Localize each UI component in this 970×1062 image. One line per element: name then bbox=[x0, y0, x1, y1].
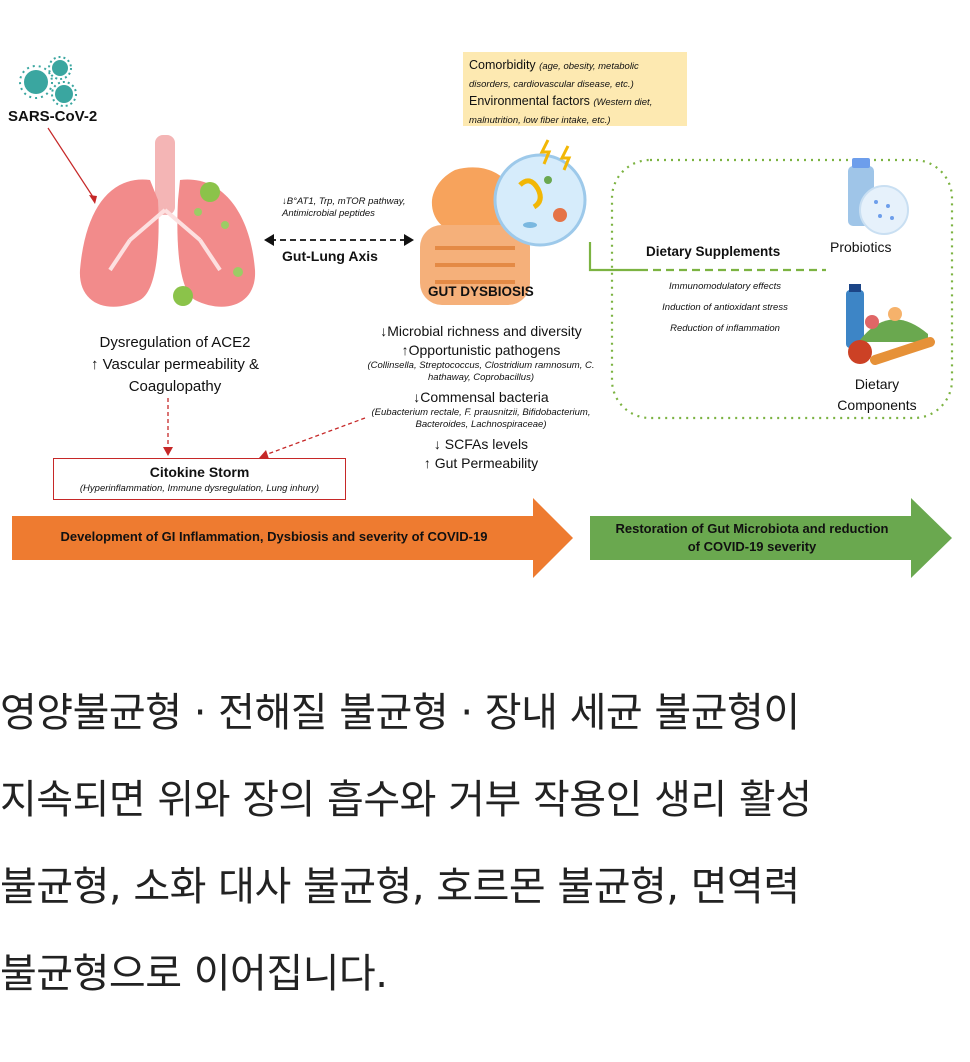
environment-detail: (Western diet, malnutrition, low fiber i… bbox=[469, 97, 653, 126]
gut-item: ↑Opportunistic pathogens bbox=[401, 342, 561, 358]
virus-icon bbox=[19, 56, 77, 107]
axis-label: Gut-Lung Axis bbox=[282, 248, 378, 264]
orange-arrow-text: Development of GI Inflammation, Dysbiosi… bbox=[60, 529, 488, 544]
orange-arrow bbox=[12, 498, 573, 578]
comorbidity-detail: (age, obesity, metabolic disorders, card… bbox=[469, 61, 639, 90]
lung-effect-line: Dysregulation of ACE2 bbox=[99, 334, 251, 351]
green-arrow-line: Restoration of Gut Microbiota and reduct… bbox=[615, 521, 889, 536]
virus-label: SARS-CoV-2 bbox=[8, 108, 98, 125]
lung-effect-line: ↑ Vascular permeability & bbox=[90, 356, 260, 373]
gut-item: ↓Commensal bacteria bbox=[350, 388, 612, 407]
caption-line: 불균형으로 이어집니다. bbox=[0, 951, 388, 997]
supplements-connector bbox=[588, 242, 640, 272]
dietary-components-icon bbox=[846, 284, 935, 365]
green-arrow-text: Restoration of Gut Microbiota and reduct… bbox=[592, 520, 912, 556]
lung-effect-line: Coagulopathy bbox=[128, 378, 222, 395]
dietary-label-line: Components bbox=[837, 397, 917, 413]
storm-subtitle: (Hyperinflammation, Immune dysregulation… bbox=[79, 483, 320, 494]
caption-line: 지속되면 위와 장의 흡수와 거부 작용인 생리 활성 bbox=[0, 777, 812, 823]
storm-title: Citokine Storm bbox=[149, 464, 250, 480]
comorbidity-title: Comorbidity bbox=[469, 58, 536, 72]
dietary-label-line: Dietary bbox=[854, 376, 900, 392]
gut-item-detail: (Collinsella, Streptococcus, Clostridium… bbox=[367, 360, 595, 383]
caption-line: 영양불균형 · 전해질 불균형 · 장내 세균 불균형이 bbox=[0, 690, 800, 736]
lung-effects-text: Dysregulation of ACE2 ↑ Vascular permeab… bbox=[60, 332, 290, 398]
axis-note: ↓B°AT1, Trp, mTOR pathway, Antimicrobial… bbox=[282, 196, 406, 219]
gut-to-storm-arrow bbox=[264, 417, 366, 456]
citokine-storm-box: Citokine Storm (Hyperinflammation, Immun… bbox=[53, 458, 346, 500]
gut-item: ↑ Gut Permeability bbox=[423, 455, 539, 471]
environment-title: Environmental factors bbox=[469, 94, 590, 108]
comorbidity-box: Comorbidity (age, obesity, metabolic dis… bbox=[463, 52, 687, 126]
dietary-components-label: Dietary Components bbox=[822, 374, 932, 416]
gut-dysbiosis-list: ↓Microbial richness and diversity ↑Oppor… bbox=[350, 322, 612, 473]
supplements-title: Dietary Supplements bbox=[646, 244, 781, 259]
supplement-effect: Induction of antioxidant stress bbox=[662, 302, 788, 313]
bacteria-magnifier-icon bbox=[493, 139, 587, 247]
gut-item-commensal: ↓Commensal bacteria bbox=[413, 389, 549, 405]
probiotics-icon bbox=[848, 158, 909, 235]
lungs-icon bbox=[79, 135, 256, 307]
supplements-box bbox=[610, 158, 954, 420]
supplement-effect: Immunomodulatory effects bbox=[669, 281, 781, 292]
probiotics-label: Probiotics bbox=[830, 239, 892, 255]
caption-paragraph: 영양불균형 · 전해질 불균형 · 장내 세균 불균형이 지속되면 위와 장의 … bbox=[0, 670, 970, 1018]
gut-dysbiosis-label: GUT DYSBIOSIS bbox=[428, 284, 534, 299]
gut-icon bbox=[420, 167, 530, 305]
green-arrow-line: of COVID-19 severity bbox=[687, 539, 817, 554]
caption-line: 불균형, 소화 대사 불균형, 호르몬 불균형, 면역력 bbox=[0, 864, 800, 910]
diagram-artwork bbox=[12, 56, 954, 578]
gut-item: ↓Microbial richness and diversity bbox=[380, 323, 582, 339]
gut-item-detail: (Eubacterium rectale, F. prausnitzii, Bi… bbox=[371, 407, 591, 430]
virus-to-lung-arrow bbox=[47, 127, 96, 201]
green-arrow bbox=[590, 498, 952, 578]
supplement-effect: Reduction of inflammation bbox=[670, 323, 780, 334]
gut-item: ↓ SCFAs levels bbox=[433, 436, 529, 452]
